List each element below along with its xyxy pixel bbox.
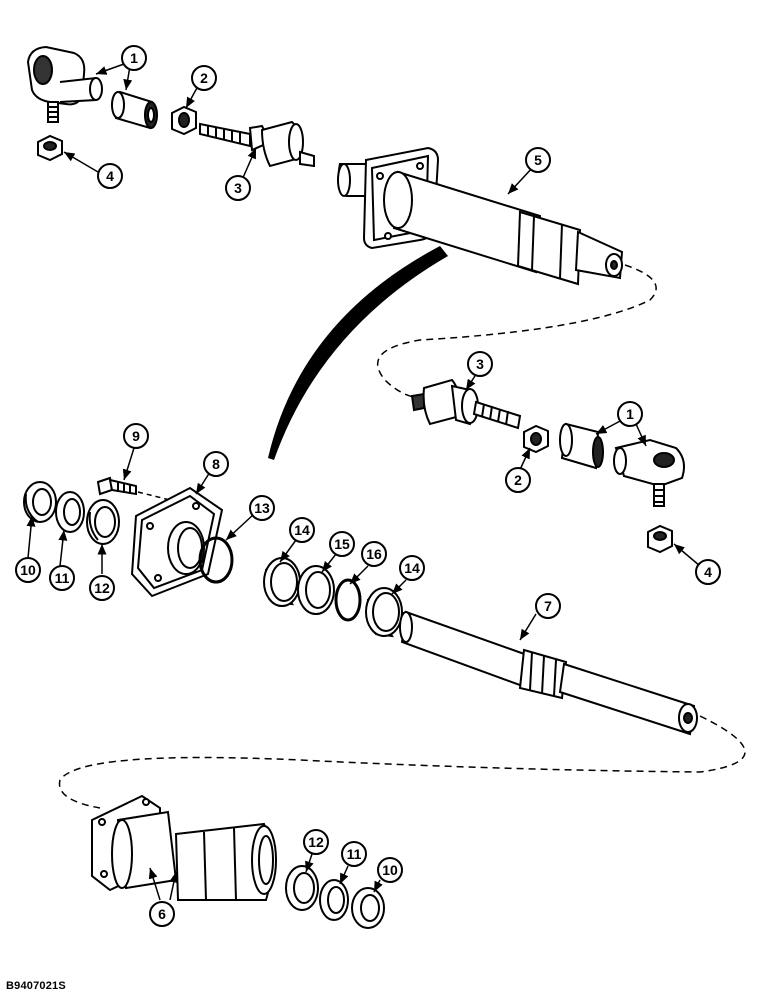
nut-right <box>523 424 549 454</box>
callout-4-right: 4 <box>695 559 721 585</box>
callout-5: 5 <box>525 147 551 173</box>
tie-rod-top-left <box>199 120 315 168</box>
callout-4-top: 4 <box>97 163 123 189</box>
callout-9: 9 <box>123 423 149 449</box>
callout-8: 8 <box>203 451 229 477</box>
svg-text:3: 3 <box>476 356 484 372</box>
svg-text:7: 7 <box>544 598 552 614</box>
wiper-seal-left <box>23 481 57 523</box>
bolt <box>96 476 137 496</box>
wear-ring-14a <box>263 557 301 607</box>
svg-text:4: 4 <box>106 168 114 184</box>
o-ring-13 <box>198 536 234 584</box>
rod-seal-left <box>86 499 120 545</box>
callout-14-a: 14 <box>289 517 315 543</box>
dashed-leader-lower <box>58 715 746 809</box>
svg-text:3: 3 <box>234 180 242 196</box>
svg-text:1: 1 <box>626 406 634 422</box>
callout-3-top: 3 <box>225 175 251 201</box>
svg-text:1: 1 <box>130 50 138 66</box>
callout-1-right: 1 <box>617 401 643 427</box>
callout-6: 6 <box>149 901 175 927</box>
cylinder-barrel <box>337 146 624 286</box>
svg-text:10: 10 <box>20 562 36 578</box>
sleeve-right <box>559 422 604 470</box>
svg-text:14: 14 <box>404 560 420 576</box>
piston-rod <box>399 610 698 736</box>
svg-text:4: 4 <box>704 564 712 580</box>
callout-10-left: 10 <box>15 557 41 583</box>
svg-text:15: 15 <box>334 536 350 552</box>
svg-text:14: 14 <box>294 522 310 538</box>
gland <box>130 486 224 598</box>
dashed-leader-upper <box>376 264 657 399</box>
backup-ring-bottom <box>319 879 349 921</box>
wiper-seal-bottom <box>351 887 385 929</box>
callout-2-right: 2 <box>505 467 531 493</box>
piston-seal-15 <box>297 565 335 615</box>
backup-ring-left <box>55 491 85 533</box>
rod-end-top-left <box>26 45 103 123</box>
callout-11-left: 11 <box>49 565 75 591</box>
callout-16: 16 <box>361 541 387 567</box>
svg-text:5: 5 <box>534 152 542 168</box>
callout-12-bottom: 12 <box>303 829 329 855</box>
callout-11-bottom: 11 <box>341 841 367 867</box>
tie-rod-right <box>410 378 522 430</box>
svg-text:2: 2 <box>514 472 522 488</box>
callout-13: 13 <box>249 495 275 521</box>
o-ring-16 <box>334 578 362 622</box>
svg-text:2: 2 <box>200 70 208 86</box>
svg-text:16: 16 <box>366 546 382 562</box>
reference-sweep <box>268 246 448 460</box>
nut-lower-top-left <box>37 134 63 162</box>
svg-text:13: 13 <box>254 500 270 516</box>
sleeve-top-left <box>111 90 158 130</box>
svg-text:12: 12 <box>308 834 324 850</box>
bolt-leader <box>137 491 171 501</box>
callout-12-left: 12 <box>89 575 115 601</box>
svg-text:11: 11 <box>55 570 70 586</box>
svg-text:10: 10 <box>382 862 398 878</box>
callout-3-right: 3 <box>467 351 493 377</box>
svg-text:6: 6 <box>158 906 166 922</box>
callout-7: 7 <box>535 593 561 619</box>
leader-lines <box>26 63 701 901</box>
wear-ring-14b <box>365 587 403 638</box>
figure-code: B9407021S <box>6 980 66 992</box>
rod-end-right <box>613 438 685 507</box>
svg-text:9: 9 <box>132 428 140 444</box>
rod-seal-bottom <box>285 865 319 911</box>
callout-14-b: 14 <box>399 555 425 581</box>
svg-text:11: 11 <box>347 846 362 862</box>
callout-1-top: 1 <box>121 45 147 71</box>
nut-top-left <box>171 105 197 136</box>
callout-2-top: 2 <box>191 65 217 91</box>
cylinder-tube <box>91 794 277 901</box>
nut-lower-right <box>647 524 673 554</box>
svg-text:12: 12 <box>94 580 110 596</box>
callout-10-bottom: 10 <box>377 857 403 883</box>
callout-15: 15 <box>329 531 355 557</box>
svg-text:8: 8 <box>212 456 220 472</box>
